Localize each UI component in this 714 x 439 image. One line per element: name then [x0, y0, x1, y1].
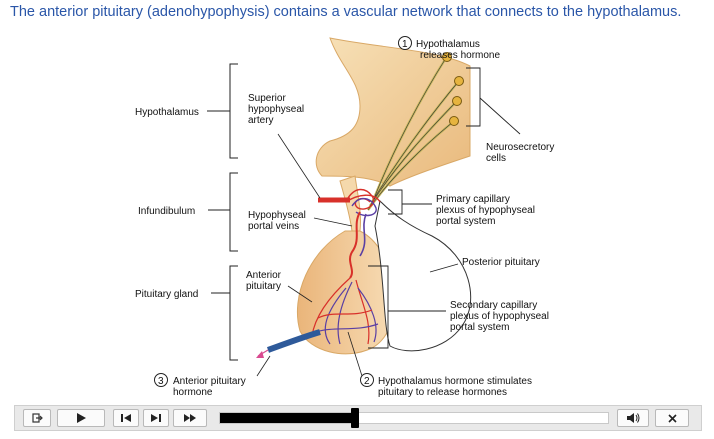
volume-button[interactable]: [617, 409, 649, 427]
seek-bar[interactable]: [219, 412, 609, 424]
label-secondary-capillary: Secondary capillary plexus of hypophysea…: [450, 300, 552, 333]
seek-handle[interactable]: [350, 408, 359, 428]
hypophyseal-portal-veins: [349, 211, 361, 279]
page-caption: The anterior pituitary (adenohypophysis)…: [10, 4, 682, 20]
step-3-text: Anterior pituitary hormone: [173, 376, 249, 398]
exit-icon: [32, 413, 43, 423]
label-portal-veins: Hypophyseal portal veins: [248, 210, 309, 232]
label-primary-capillary: Primary capillary plexus of hypophyseal …: [436, 194, 538, 227]
seek-progress: [220, 413, 356, 423]
step-1-number: 1: [402, 39, 408, 50]
volume-icon: [627, 413, 640, 423]
label-posterior-pituitary: Posterior pituitary: [462, 257, 540, 268]
label-anterior-pituitary: Anterior pituitary: [246, 270, 284, 292]
exit-button[interactable]: [23, 409, 51, 427]
media-player-controls: [14, 405, 702, 431]
step-3-badge: [154, 373, 168, 387]
pituitary-diagram: Hypothalamus Infundibulum Pituitary glan…: [135, 36, 557, 398]
fast-forward-button[interactable]: [173, 409, 207, 427]
label-superior-artery: Superior hypophyseal artery: [248, 93, 307, 126]
label-infundibulum: Infundibulum: [138, 206, 195, 217]
secondary-capillary-plexus: [311, 277, 379, 345]
previous-button[interactable]: [113, 409, 139, 427]
close-icon: [667, 413, 677, 423]
label-hypothalamus: Hypothalamus: [135, 107, 199, 118]
step-1-text: Hypothalamus releases hormone: [416, 39, 500, 61]
next-button[interactable]: [143, 409, 169, 427]
step-3-number: 3: [158, 376, 164, 387]
hypophyseal-vein: [267, 329, 321, 353]
step-1-badge: [398, 36, 412, 50]
fast-forward-icon: [184, 414, 196, 422]
step-2-number: 2: [364, 376, 370, 387]
step-2-badge: [360, 373, 374, 387]
posterior-pituitary-lobe: [374, 199, 472, 352]
primary-capillary-plexus: [345, 188, 381, 217]
skip-next-icon: [151, 414, 161, 422]
step-2-text: Hypothalamus hormone stimulates pituitar…: [378, 376, 535, 398]
label-pituitary-gland: Pituitary gland: [135, 289, 198, 300]
play-icon: [77, 413, 86, 423]
label-neurosecretory-cells: Neurosecretory cells: [486, 142, 557, 164]
play-button[interactable]: [57, 409, 105, 427]
skip-previous-icon: [121, 414, 131, 422]
neuron-cell-bodies: [442, 52, 464, 126]
close-button[interactable]: [655, 409, 689, 427]
